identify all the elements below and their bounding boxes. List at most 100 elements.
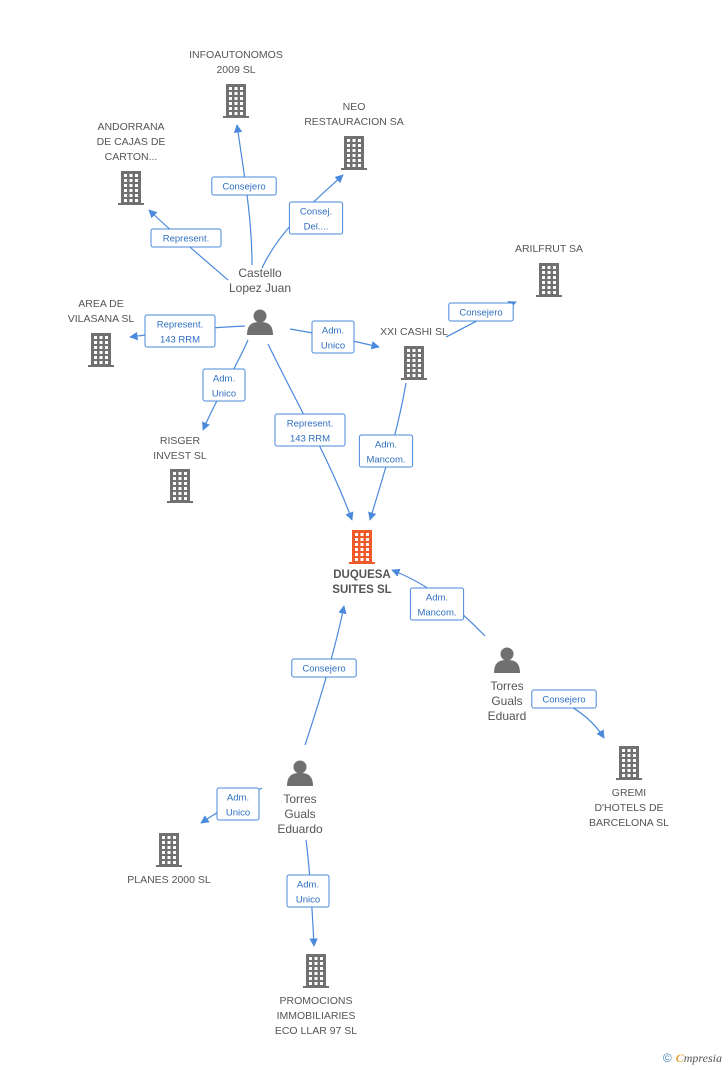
node-label: CARTON... [105,151,158,163]
node-arilfrut[interactable]: ARILFRUT SA [515,243,583,297]
edge-castello-to-risger[interactable]: Adm.Unico [202,339,249,431]
edge-label-box [288,201,344,235]
edge-label: Adm. [227,793,249,804]
edge-label: Represent. [287,419,333,430]
node-label: PROMOCIONS [280,995,353,1007]
person-icon [494,647,520,673]
edge-torres-eduardo-to-promocions[interactable]: Adm. Unico [286,839,330,947]
edge-label-box [216,787,260,821]
node-label: 2009 SL [216,64,255,76]
edge-label: Consejero [542,695,585,706]
node-risger[interactable]: RISGER INVEST SL [153,435,207,503]
edge-label-box [144,314,216,348]
edge-label: Mancom. [417,608,456,619]
node-label: DE CAJAS DE [97,136,166,148]
edge-castello-to-neo[interactable]: Consej. Del.... [261,174,344,269]
edge-xxi-to-arilfrut[interactable]: Consejero [445,301,517,338]
node-label: Guals [491,694,522,708]
edge-torres-eduardo-to-planes[interactable]: Adm. Unico [200,787,263,824]
node-label: NEO [343,101,366,113]
edge-castello-to-andorrana[interactable]: Represent. [148,209,229,281]
edge-label-box [274,413,346,447]
node-label: SUITES SL [332,584,391,596]
edge-label-box [311,320,355,354]
node-label: Eduard [488,709,527,723]
nodes-layer: DUQUESA SUITES SL INFOAUTONOMOS 2009 SL NEO R… [68,49,669,1037]
building-icon [303,954,329,988]
edge-label-box [150,228,222,248]
node-label: PLANES 2000 SL [127,874,211,886]
edge-label: Consej. [300,207,332,218]
edge-label: Adm. [375,440,397,451]
edge-xxi-to-duquesa[interactable]: Adm. Mancom. [358,382,414,521]
building-icon [88,333,114,367]
building-icon [401,346,427,380]
edge-label-box [286,874,330,908]
node-label: Castello [238,266,282,280]
node-label: AREA DE [78,298,124,310]
node-label: Torres [490,679,523,693]
edge-label-box [211,176,277,196]
node-label: DUQUESA [333,569,391,581]
building-icon [156,833,182,867]
node-label: RESTAURACION SA [304,116,404,128]
node-label: Eduardo [277,822,323,836]
empresia-logo[interactable]: ©Cmpresia [663,1051,722,1066]
node-label: ANDORRANA [97,121,164,133]
edge-label: Represent. [157,320,203,331]
person-icon [247,309,273,335]
node-area[interactable]: AREA DE VILASANA SL [68,298,135,367]
edge-label: Del.... [304,222,329,233]
node-label: Guals [284,807,315,821]
node-label: D'HOTELS DE [594,802,663,814]
edge-castello-to-xxi[interactable]: Adm.Unico [289,320,380,354]
edge-label: 143 RRM [290,434,330,445]
edge-label: Unico [321,341,345,352]
edge-castello-to-area[interactable]: Represent. 143 RRM [129,314,246,348]
building-icon [223,84,249,118]
building-icon [341,136,367,170]
node-label: INVEST SL [153,450,207,462]
edge-label: Consejero [302,664,345,675]
edge-label: Adm. [213,374,235,385]
edges-layer: ConsejeroConsej.Del....Represent.Represe… [129,124,605,947]
edge-label: Mancom. [366,455,405,466]
edge-torres-eduardo-to-duquesa[interactable]: Consejero [291,605,357,746]
edge-arrow [233,124,253,266]
brand-initial: C [675,1051,684,1065]
node-andorrana[interactable]: ANDORRANA DE CAJAS DE CARTON... [97,121,166,205]
building-icon [536,263,562,297]
node-label: Torres [283,792,316,806]
node-label: ARILFRUT SA [515,243,583,255]
edge-label: Unico [226,808,250,819]
node-xxi[interactable]: XXI CASHI SL [380,326,448,380]
person-icon [287,760,313,786]
edge-label-box [531,689,597,709]
edge-label: 143 RRM [160,335,200,346]
edge-castello-to-infoautonomos[interactable]: Consejero [211,124,277,266]
edge-torres-eduard-to-duquesa[interactable]: Adm.Mancom. [391,568,486,637]
node-neo[interactable]: NEO RESTAURACION SA [304,101,404,170]
copyright-icon: © [662,1051,672,1065]
node-label: VILASANA SL [68,313,135,325]
edge-label-box [448,302,514,322]
node-label: INFOAUTONOMOS [189,49,283,61]
node-label: RISGER [160,435,201,447]
edge-torres-eduard-to-gremi[interactable]: Consejero [531,689,605,739]
edge-label: Unico [296,895,320,906]
edge-label: Consejero [459,308,502,319]
edge-label-box [409,587,465,621]
node-infoautonomos[interactable]: INFOAUTONOMOS 2009 SL [189,49,283,118]
node-planes[interactable]: PLANES 2000 SL [127,833,211,886]
building-icon [167,469,193,503]
node-label: GREMI [612,787,646,799]
edge-castello-to-duquesa[interactable]: Represent. 143 RRM [267,343,354,521]
edge-label: Adm. [297,880,319,891]
node-duquesa[interactable]: DUQUESA SUITES SL [332,530,392,596]
